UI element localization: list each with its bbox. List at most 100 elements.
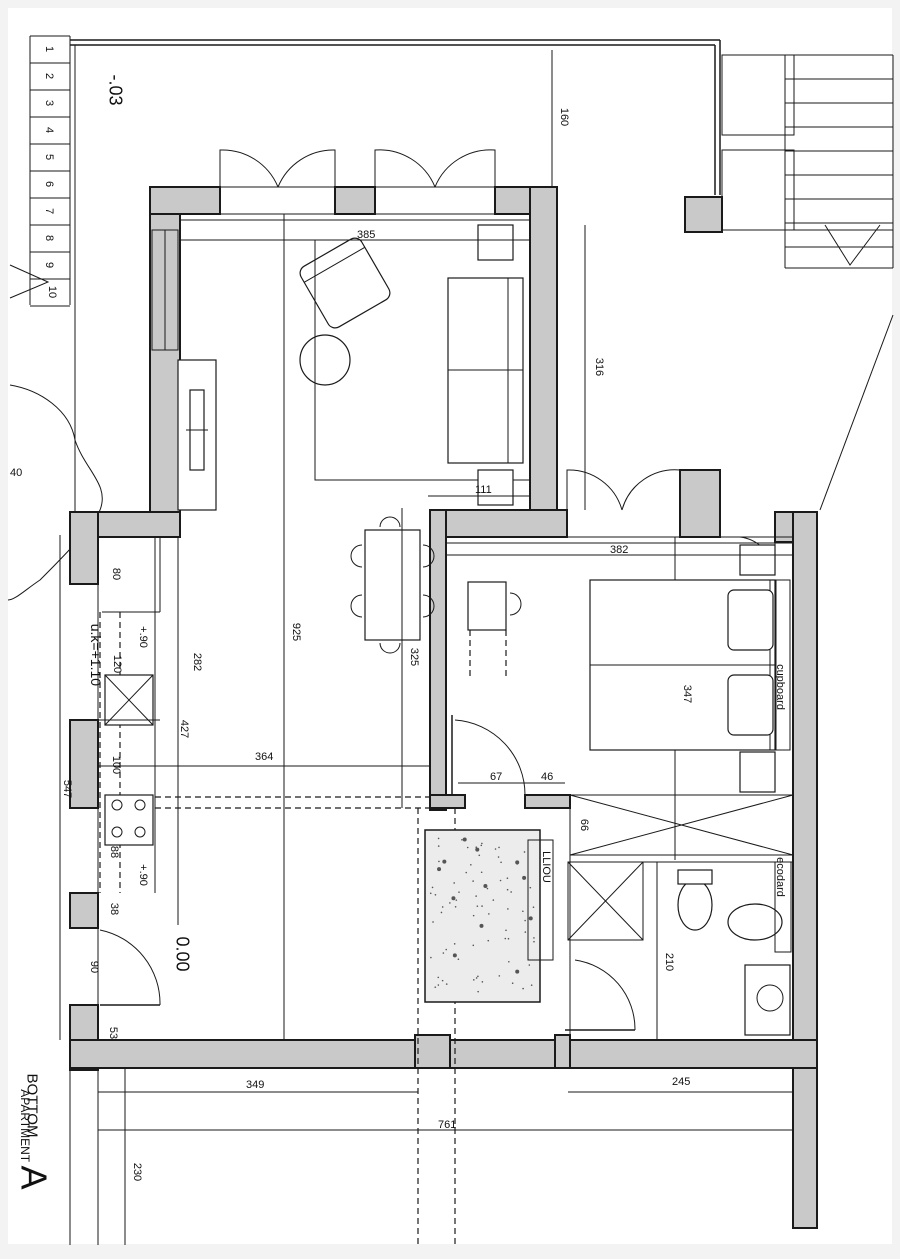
texture-speck	[500, 861, 502, 864]
texture-speck	[510, 891, 512, 893]
texture-speck	[481, 842, 483, 845]
texture-speck	[477, 975, 479, 978]
stair-number: 2	[43, 73, 55, 79]
texture-speck	[528, 964, 531, 966]
texture-speck	[475, 895, 477, 897]
dim-282: 282	[191, 653, 203, 671]
dim-925: 925	[290, 623, 302, 641]
texture-speck	[506, 877, 509, 880]
texture-speck	[476, 905, 479, 907]
texture-speck	[532, 906, 535, 908]
stair-number: 1	[43, 46, 55, 52]
dim-325: 325	[408, 648, 420, 666]
level-plus90a: +.90	[137, 626, 149, 648]
dim-382: 382	[610, 544, 628, 556]
texture-speck	[481, 981, 484, 983]
texture-speck	[481, 905, 483, 907]
texture-speck	[479, 923, 484, 928]
texture-speck	[437, 867, 442, 872]
dim-761: 761	[438, 1119, 456, 1131]
stair-number: 8	[43, 235, 55, 241]
texture-speck	[472, 914, 475, 917]
dim-100: 100	[110, 756, 122, 774]
texture-speck	[480, 844, 483, 847]
texture-speck	[475, 847, 480, 852]
texture-speck	[499, 879, 502, 882]
texture-speck	[486, 887, 489, 890]
dim-230: 230	[131, 1163, 143, 1181]
texture-speck	[529, 886, 532, 889]
side-table	[299, 334, 351, 386]
texture-speck	[516, 863, 518, 865]
dim-120: 120	[111, 655, 123, 673]
texture-speck	[530, 984, 533, 986]
level-ground: 0.00	[173, 936, 193, 971]
entry-door-swing	[99, 929, 161, 1006]
stair-number: 9	[43, 262, 55, 268]
texture-speck	[462, 837, 467, 842]
dim-245: 245	[672, 1076, 690, 1088]
texture-speck	[515, 969, 520, 974]
dim-210: 210	[663, 953, 675, 971]
cupboard	[775, 579, 791, 751]
bidet	[727, 903, 783, 941]
label-shower: LLIOU	[540, 851, 552, 883]
texture-speck	[453, 882, 455, 884]
texture-speck	[470, 863, 472, 866]
texture-speck	[466, 846, 469, 849]
dim-347: 347	[681, 685, 693, 703]
armchair	[299, 237, 391, 329]
texture-speck	[437, 837, 440, 840]
texture-speck	[507, 937, 510, 940]
door-bedroom-swing	[454, 719, 526, 796]
texture-speck	[434, 893, 437, 896]
texture-speck	[437, 984, 440, 986]
level-top: -.03	[106, 74, 126, 105]
texture-speck	[445, 948, 448, 951]
level-uk: u.k=+1.10	[88, 624, 104, 686]
texture-speck	[522, 987, 524, 990]
dim-316: 316	[593, 358, 605, 376]
dim-80: 80	[110, 568, 122, 580]
texture-speck	[457, 958, 460, 960]
texture-speck	[465, 871, 468, 874]
shower-tray	[424, 829, 541, 1003]
dining-table	[364, 529, 421, 641]
texture-speck	[505, 929, 507, 932]
texture-speck	[430, 956, 432, 959]
texture-speck	[488, 913, 490, 915]
texture-speck	[480, 871, 483, 874]
texture-speck	[528, 916, 533, 921]
texture-speck	[454, 906, 457, 908]
texture-speck	[455, 899, 458, 901]
texture-speck	[497, 856, 500, 858]
dim-90: 90	[88, 961, 100, 973]
texture-speck	[494, 848, 497, 850]
texture-speck	[492, 899, 495, 901]
dim-67: 67	[490, 771, 502, 783]
dim-160: 160	[558, 108, 570, 126]
texture-speck	[483, 884, 488, 889]
texture-speck	[524, 931, 527, 933]
texture-speck	[506, 888, 509, 891]
plan-title-1: BOTTOM	[23, 1074, 40, 1138]
stair-number: 10	[46, 286, 58, 298]
texture-speck	[453, 954, 456, 956]
texture-speck	[533, 940, 535, 943]
french-doors-bedroom	[566, 469, 681, 511]
stair-number: 4	[43, 127, 55, 133]
label-cupboard-2: ecodard	[774, 857, 786, 897]
texture-speck	[441, 979, 444, 982]
label-cupboard: cupboard	[774, 664, 786, 710]
dim-364: 364	[255, 751, 273, 763]
texture-speck	[507, 908, 509, 910]
dim-547: 547	[61, 780, 73, 798]
desk	[467, 581, 507, 631]
texture-speck	[523, 851, 526, 853]
texture-speck	[472, 880, 474, 882]
texture-speck	[442, 952, 445, 954]
stair-number: 7	[43, 208, 55, 214]
